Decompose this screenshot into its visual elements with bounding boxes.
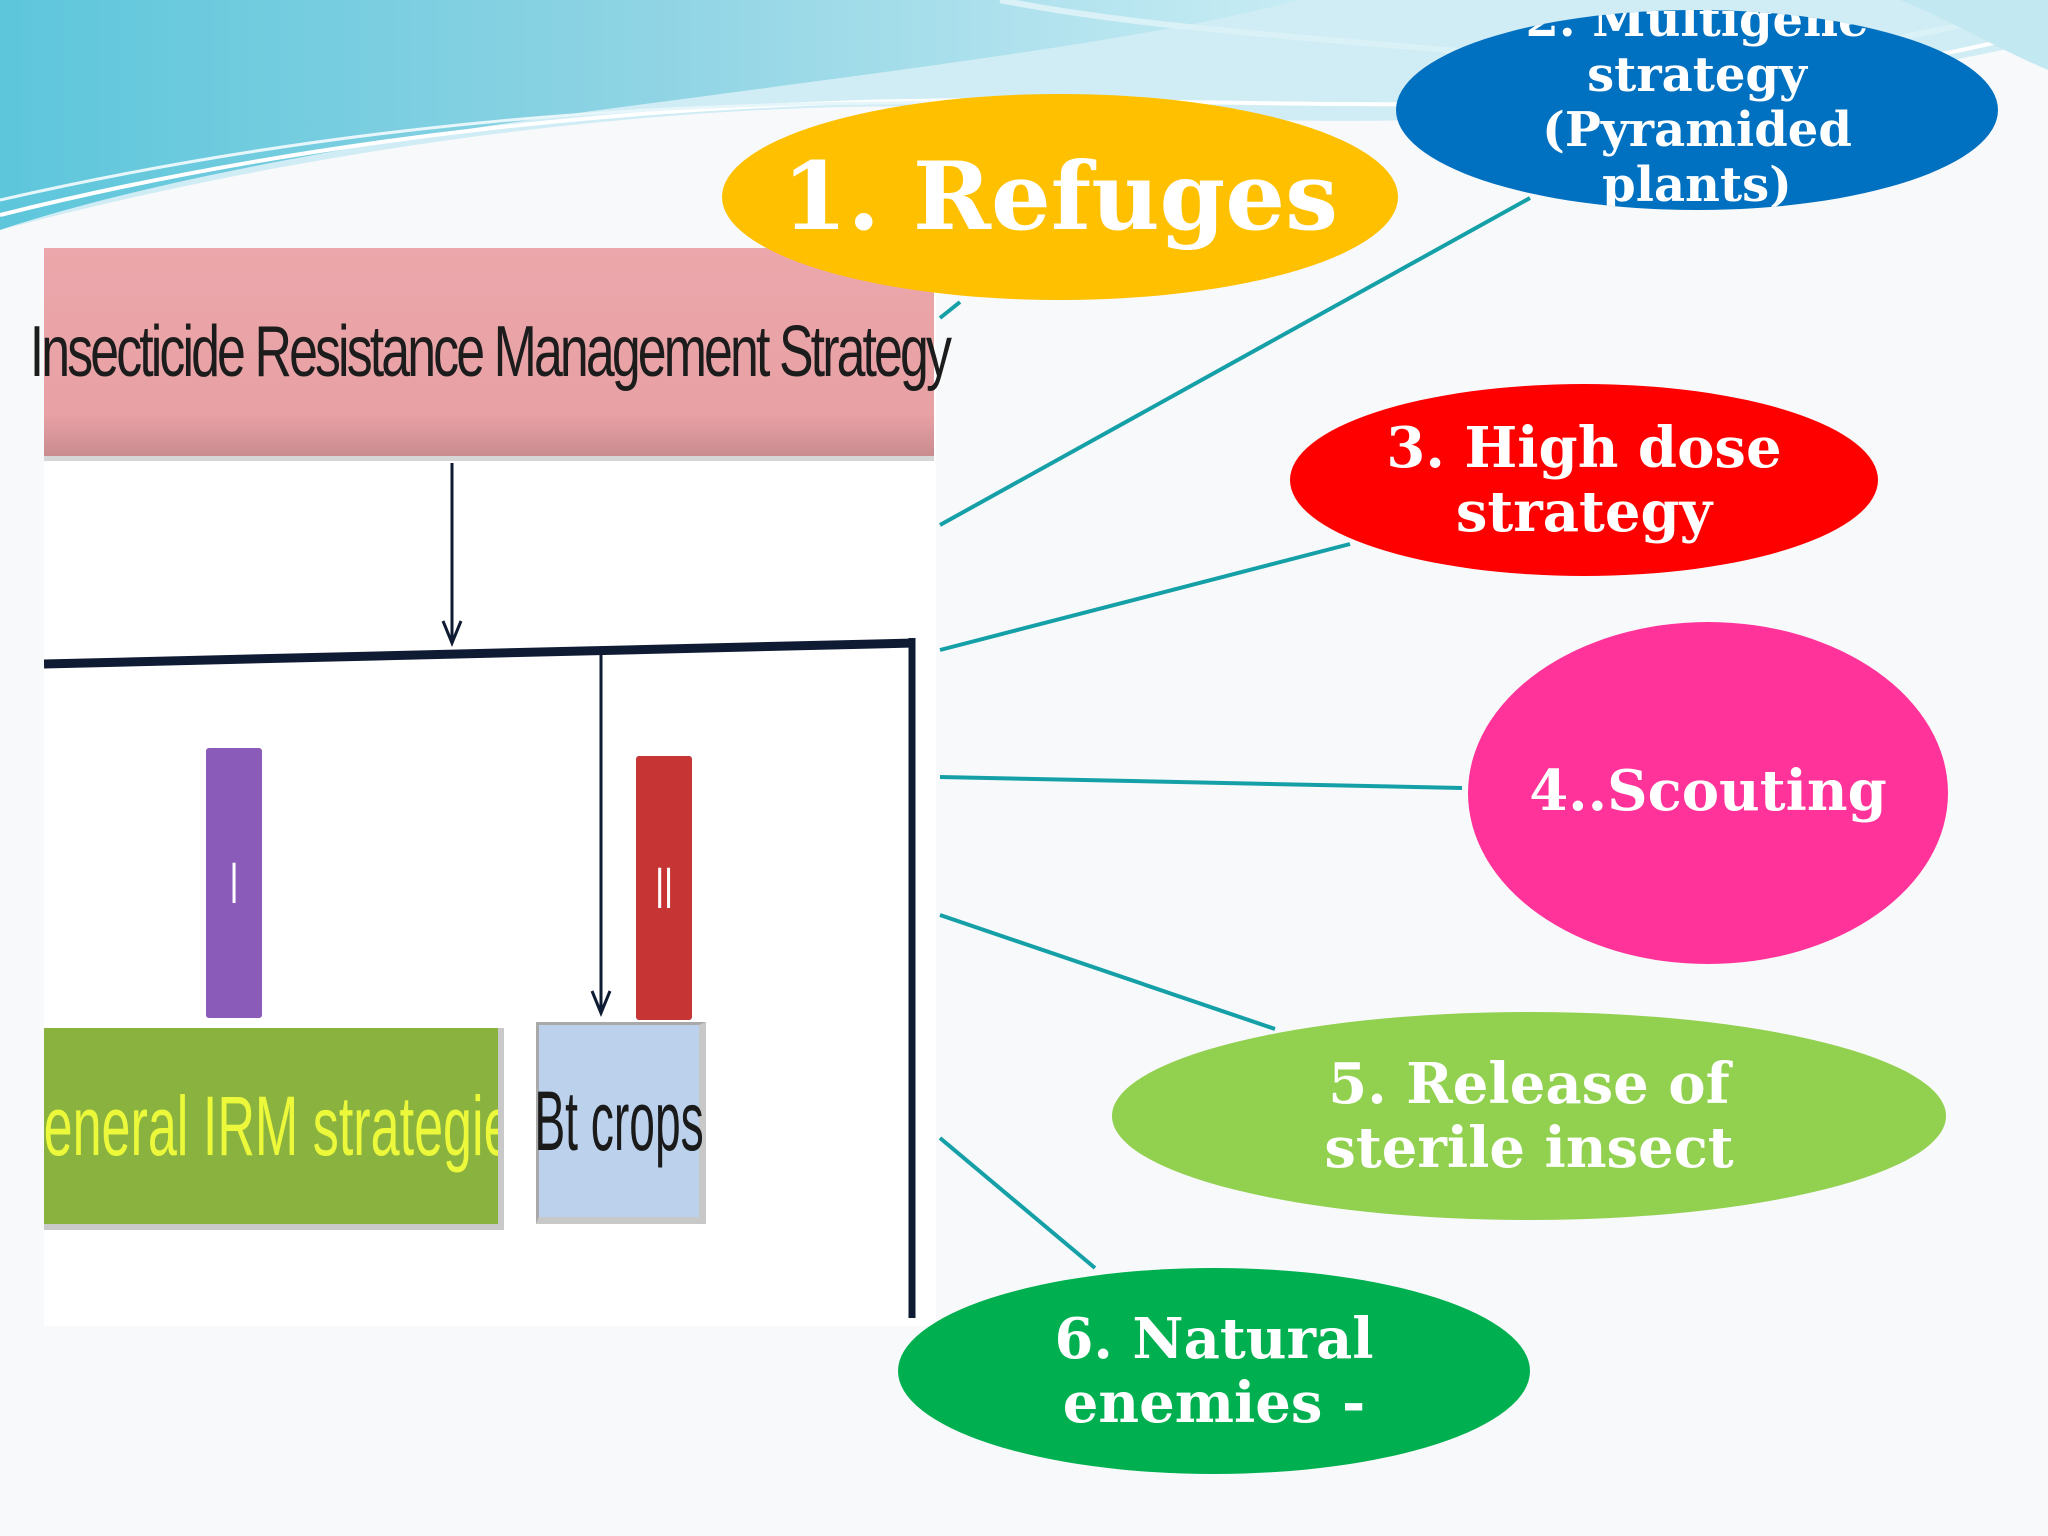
branch-one-bar: I [206,748,262,1018]
connector-scouting [939,775,1463,790]
connector-natural-enemies [938,1136,1097,1270]
flow-arrows [44,463,916,1318]
connector-refuges [938,300,962,320]
general-irm-box: General IRM strategies [44,1028,504,1230]
irm-title-banner: Insecticide Resistance Management Strate… [29,248,952,461]
strategy-natural-enemies: 6. Natural enemies - [898,1268,1530,1474]
connector-sterile-insect [939,913,1276,1031]
irm-flow-diagram: Insecticide Resistance Management Strate… [29,248,952,1326]
strategy-sterile-insect: 5. Release of sterile insect [1112,1012,1946,1220]
strategy-high-dose: 3. High dose strategy [1290,384,1878,576]
connector-high-dose [939,542,1351,652]
branch-two-bar: II [636,756,692,1020]
strategy-refuges: 1. Refuges [722,94,1398,300]
irm-title: Insecticide Resistance Management Strate… [29,312,951,392]
strategy-scouting: 4..Scouting [1468,622,1948,964]
strategy-multigene: 2. Multigene strategy (Pyramided plants) [1396,10,1998,210]
bt-crops-box: Bt crops [534,1022,706,1224]
connector-multigene [939,196,1531,527]
